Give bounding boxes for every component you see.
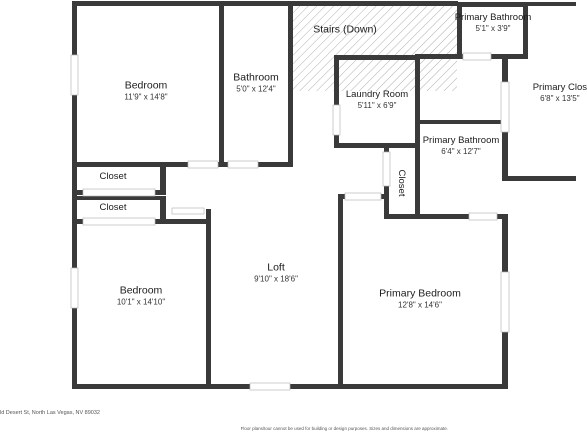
room-bedroom-top: Bedroom 11'9" x 14'8" xyxy=(124,79,167,102)
room-dimensions: 6'4" x 12'7" xyxy=(441,146,481,156)
room-closet-2: Closet xyxy=(100,202,127,214)
room-name: Bedroom xyxy=(124,79,168,92)
room-name: Closet xyxy=(99,202,127,214)
room-dimensions: 6'8" x 13'5" xyxy=(540,93,580,103)
room-dimensions: 5'0" x 12'4" xyxy=(236,84,276,94)
room-name: Loft xyxy=(267,261,285,274)
footer-address: ld Desert St, North Las Vegas, NV 89032 xyxy=(0,410,100,416)
room-name: Bedroom xyxy=(119,284,163,297)
room-name: Primary Clos xyxy=(532,82,587,94)
room-primary-closet: Primary Clos 6'8" x 13'5" xyxy=(533,82,587,104)
room-name: Stairs (Down) xyxy=(313,23,377,36)
room-name: Primary Bedroom xyxy=(379,287,461,300)
room-primary-bathroom-small: Primary Bathroom 5'1" x 3'9" xyxy=(455,12,532,34)
room-name: Closet xyxy=(395,169,407,197)
room-dimensions: 5'11" x 6'9" xyxy=(357,100,397,110)
room-closet-1: Closet xyxy=(100,171,127,183)
room-dimensions: 5'1" x 3'9" xyxy=(475,23,511,33)
room-primary-bedroom: Primary Bedroom 12'8" x 14'6" xyxy=(379,287,461,310)
room-bedroom-bottom: Bedroom 10'1" x 14'10" xyxy=(117,284,165,307)
room-dimensions: 10'1" x 14'10" xyxy=(116,297,166,307)
room-dimensions: 11'9" x 14'8" xyxy=(124,92,168,102)
room-name: Primary Bathroom xyxy=(454,12,532,24)
room-stairs: Stairs (Down) xyxy=(313,23,377,36)
room-name: Closet xyxy=(99,171,127,183)
room-name: Bathroom xyxy=(233,71,279,84)
room-loft: Loft 9'10" x 18'6" xyxy=(254,261,298,284)
room-dimensions: 9'10" x 18'6" xyxy=(254,274,298,284)
footer-disclaimer: Floor plans/tour cannot be used for buil… xyxy=(240,426,448,431)
room-bathroom: Bathroom 5'0" x 12'4" xyxy=(233,71,279,94)
stairs-area xyxy=(293,5,457,91)
windows-and-doors xyxy=(70,52,510,391)
room-name: Laundry Room xyxy=(345,89,409,101)
room-dimensions: 12'8" x 14'6" xyxy=(398,300,442,310)
room-name: Primary Bathroom xyxy=(422,135,500,147)
room-primary-bathroom: Primary Bathroom 6'4" x 12'7" xyxy=(423,135,500,157)
room-closet-vertical: Closet xyxy=(395,170,407,197)
room-laundry: Laundry Room 5'11" x 6'9" xyxy=(346,89,408,111)
